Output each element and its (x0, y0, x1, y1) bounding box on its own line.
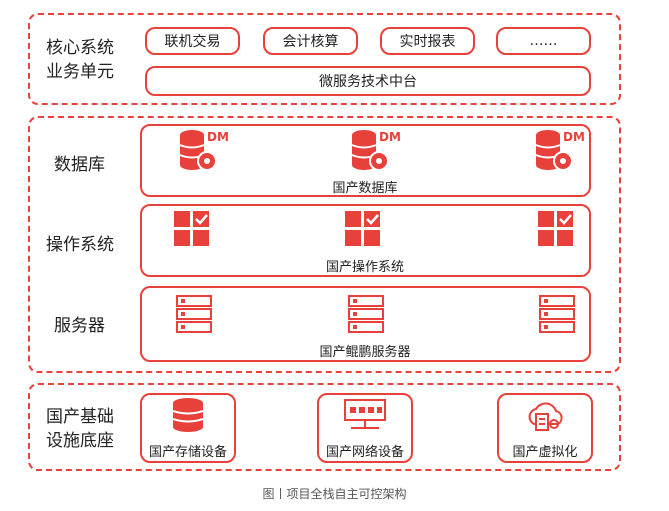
server-rack-icon (348, 295, 384, 333)
database-icon: DM (179, 130, 229, 171)
server-rack-icon (176, 295, 212, 333)
infra-label-line1: 国产基础 (46, 407, 114, 427)
server-label: 服务器 (54, 316, 105, 336)
database-label: 数据库 (54, 155, 105, 175)
microservice-platform: 微服务技术中台 (145, 66, 591, 96)
os-label: 操作系统 (46, 235, 114, 255)
pill-more: …… (496, 27, 591, 55)
figure-caption: 图丨项目全栈自主可控架构 (262, 487, 407, 501)
dm-badge: DM (379, 130, 401, 144)
core-label-line1: 核心系统 (46, 38, 114, 58)
server-box (140, 286, 591, 362)
pill-realtime-report: 实时报表 (380, 27, 475, 55)
dm-badge: DM (207, 130, 229, 144)
network-device-caption: 国产网络设备 (325, 445, 404, 460)
os-window-icon (345, 211, 380, 246)
pill-accounting: 会计核算 (263, 27, 358, 55)
os-window-icon (174, 211, 209, 246)
os-window-icon (538, 211, 573, 246)
database-caption: 国产数据库 (332, 181, 398, 196)
stack-group (28, 116, 621, 373)
infra-label-line2: 设施底座 (46, 431, 114, 451)
network-device-icon (344, 399, 386, 429)
infra-group (28, 383, 621, 471)
server-rack-icon (539, 295, 575, 333)
database-icon: DM (535, 130, 585, 171)
infra-label: 国产基础 设施底座 (46, 405, 136, 453)
os-caption: 国产操作系统 (325, 260, 404, 275)
network-device-card (317, 393, 413, 463)
storage-icon (172, 398, 204, 432)
database-icon: DM (351, 130, 401, 171)
core-system-label: 核心系统 业务单元 (46, 36, 136, 84)
pill-online-trading: 联机交易 (145, 27, 240, 55)
virtualization-cloud-icon (528, 402, 563, 431)
storage-device-caption: 国产存储设备 (148, 445, 227, 460)
dm-badge: DM (563, 130, 585, 144)
virtualization-caption: 国产虚拟化 (512, 445, 578, 460)
server-caption: 国产鲲鹏服务器 (319, 345, 411, 360)
core-label-line2: 业务单元 (46, 62, 114, 82)
core-system-group (28, 13, 621, 105)
